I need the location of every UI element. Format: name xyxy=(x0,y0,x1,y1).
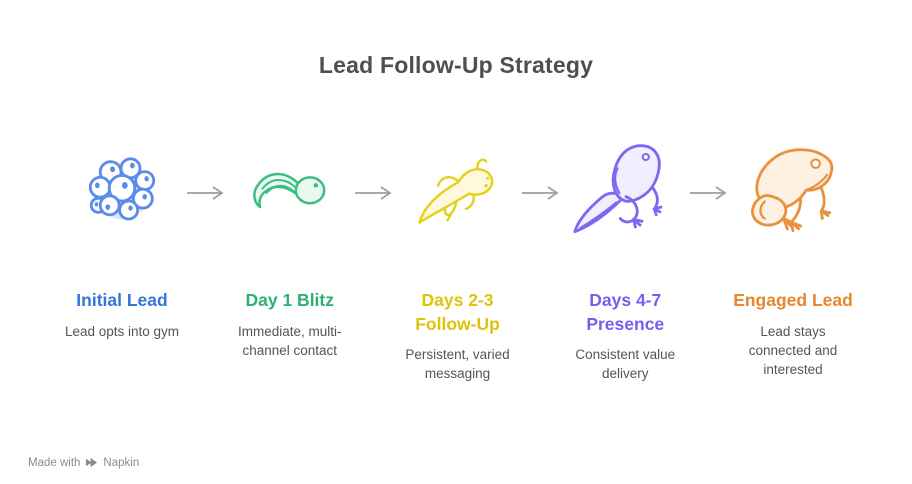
stage-subtitle: Immediate, multi-channel contact xyxy=(237,323,342,358)
stage-title: Days 4-7 Presence xyxy=(586,290,665,334)
arrow-right-icon xyxy=(522,186,559,200)
watermark-brand: Napkin xyxy=(103,456,140,469)
stage-icon-box xyxy=(250,137,330,247)
frog-icon xyxy=(751,148,834,233)
napkin-watermark: Made with Napkin xyxy=(28,456,139,469)
froglet-icon xyxy=(573,144,663,234)
stage-days-2-3-follow-up: Days 2-3 Follow-Up Persistent, varied me… xyxy=(392,137,524,384)
stage-icon-box xyxy=(742,137,844,247)
stage-engaged-lead: Engaged Lead Lead stays connected and in… xyxy=(727,137,859,379)
stage-title: Days 2-3 Follow-Up xyxy=(415,290,500,334)
stage-day-1-blitz: Day 1 Blitz Immediate, multi-channel con… xyxy=(224,137,356,360)
stage-subtitle: Lead stays connected and interested xyxy=(748,323,838,377)
lifecycle-flow: Initial Lead Lead opts into gym Day 1 Bl… xyxy=(56,137,859,384)
flow-arrow xyxy=(186,185,224,201)
tadpole-icon xyxy=(252,172,326,209)
stage-icon-box xyxy=(403,137,513,247)
watermark-prefix: Made with xyxy=(28,456,81,469)
napkin-logo-icon xyxy=(86,457,98,468)
stage-icon-box xyxy=(566,137,684,247)
stage-title: Engaged Lead xyxy=(733,290,853,310)
stage-days-4-7-presence: Days 4-7 Presence Consistent value deliv… xyxy=(559,137,691,384)
frog-eggs-icon xyxy=(88,157,156,221)
flow-arrow xyxy=(354,185,392,201)
stage-icon-box xyxy=(86,137,158,247)
stage-title: Day 1 Blitz xyxy=(245,290,335,310)
stage-subtitle: Lead opts into gym xyxy=(64,323,180,339)
flow-arrow xyxy=(522,185,560,201)
arrow-right-icon xyxy=(690,186,727,200)
page-title: Lead Follow-Up Strategy xyxy=(318,52,594,78)
arrow-right-icon xyxy=(186,186,224,200)
stage-subtitle: Persistent, varied messaging xyxy=(405,347,510,382)
stage-subtitle: Consistent value delivery xyxy=(575,347,676,382)
stage-initial-lead: Initial Lead Lead opts into gym xyxy=(56,137,188,341)
flow-arrow xyxy=(690,185,727,201)
stage-title: Initial Lead xyxy=(76,290,168,310)
tadpole-with-legs-icon xyxy=(417,158,493,224)
arrow-right-icon xyxy=(354,186,392,200)
